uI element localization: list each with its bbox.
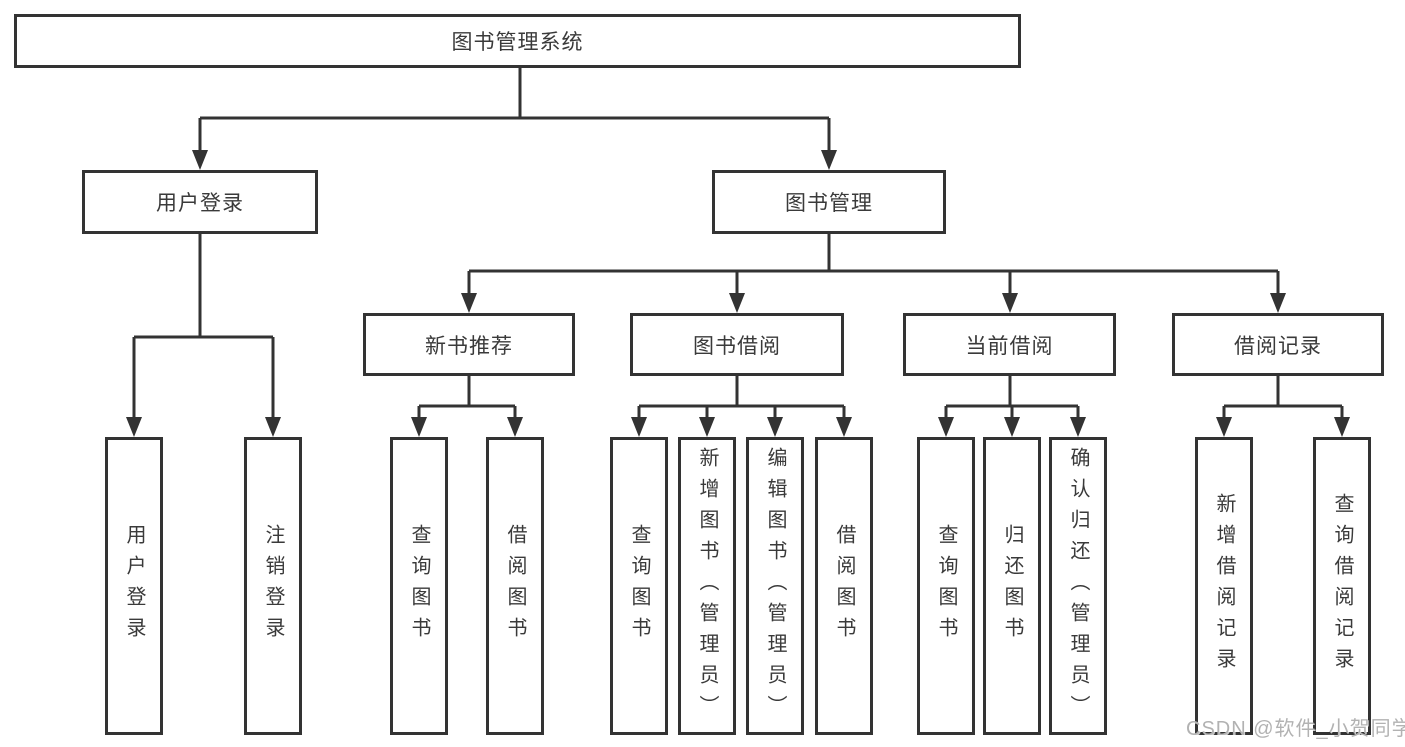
leaf-cb-return-books-label: 归还图书 (1001, 524, 1023, 648)
leaf-user-login-label: 用户登录 (123, 524, 145, 648)
node-book-mgmt-branch-label: 图书管理 (785, 192, 873, 215)
arrow-down-icon (192, 150, 208, 170)
connector-current-borrow-children (944, 376, 1080, 419)
arrow-down-icon (1002, 293, 1018, 313)
node-book-mgmt-branch: 图书管理 (712, 170, 946, 234)
connector-user-login-children (132, 234, 275, 419)
leaf-nbr-borrow-books: 借阅图书 (486, 437, 544, 735)
arrowheads-level3 (461, 293, 1286, 313)
leaf-cb-confirm-return-admin: 确认归还（管理员） (1049, 437, 1107, 735)
arrow-down-icon (631, 417, 647, 437)
arrow-down-icon (1070, 417, 1086, 437)
leaf-br-query-record: 查询借阅记录 (1313, 437, 1371, 735)
node-borrow-records-label: 借阅记录 (1234, 334, 1322, 358)
node-new-book-rec: 新书推荐 (363, 313, 575, 376)
connector-book-mgmt-to-level3 (467, 234, 1280, 295)
leaf-br-add-record: 新增借阅记录 (1195, 437, 1253, 735)
arrow-down-icon (265, 417, 281, 437)
arrowheads-borrow-records-children (1216, 417, 1350, 437)
leaf-nbr-borrow-books-label: 借阅图书 (504, 524, 526, 648)
node-current-borrow: 当前借阅 (903, 313, 1116, 376)
connector-book-borrow-children (637, 376, 846, 419)
arrow-down-icon (507, 417, 523, 437)
arrow-down-icon (1270, 293, 1286, 313)
leaf-br-add-record-label: 新增借阅记录 (1213, 493, 1235, 679)
leaf-cb-return-books: 归还图书 (983, 437, 1041, 735)
leaf-logout-label: 注销登录 (262, 524, 284, 648)
leaf-bb-add-books-admin-label: 新增图书（管理员） (696, 446, 718, 726)
connector-borrow-records-children (1222, 376, 1344, 419)
node-root-label: 图书管理系统 (451, 31, 584, 54)
arrow-down-icon (461, 293, 477, 313)
leaf-bb-query-books: 查询图书 (610, 437, 668, 735)
node-new-book-rec-label: 新书推荐 (425, 334, 513, 358)
leaf-bb-edit-books-admin: 编辑图书（管理员） (746, 437, 804, 735)
node-book-borrow-label: 图书借阅 (693, 334, 781, 358)
node-current-borrow-label: 当前借阅 (965, 334, 1054, 358)
leaf-nbr-query-books-label: 查询图书 (408, 524, 430, 648)
connector-root-to-level2 (198, 68, 831, 152)
arrowheads-new-book-rec-children (411, 417, 523, 437)
arrow-down-icon (411, 417, 427, 437)
leaf-bb-borrow-books-label: 借阅图书 (833, 524, 855, 648)
arrowheads-current-borrow-children (938, 417, 1086, 437)
arrow-down-icon (767, 417, 783, 437)
csdn-watermark: CSDN @软件_小贺同学 (1186, 718, 1405, 740)
arrow-down-icon (1004, 417, 1020, 437)
leaf-cb-confirm-return-admin-label: 确认归还（管理员） (1067, 446, 1089, 726)
leaf-cb-query-books: 查询图书 (917, 437, 975, 735)
arrowheads-level2 (192, 150, 837, 170)
node-book-borrow: 图书借阅 (630, 313, 844, 376)
node-user-login-branch-label: 用户登录 (156, 192, 244, 215)
arrow-down-icon (126, 417, 142, 437)
node-user-login-branch: 用户登录 (82, 170, 318, 234)
leaf-br-query-record-label: 查询借阅记录 (1331, 493, 1353, 679)
leaf-bb-query-books-label: 查询图书 (628, 524, 650, 648)
arrow-down-icon (1334, 417, 1350, 437)
leaf-bb-edit-books-admin-label: 编辑图书（管理员） (764, 446, 786, 726)
node-root: 图书管理系统 (14, 14, 1021, 68)
arrow-down-icon (836, 417, 852, 437)
arrowheads-user-login-children (126, 417, 281, 437)
arrowheads-book-borrow-children (631, 417, 852, 437)
node-borrow-records: 借阅记录 (1172, 313, 1384, 376)
leaf-bb-add-books-admin: 新增图书（管理员） (678, 437, 736, 735)
leaf-cb-query-books-label: 查询图书 (935, 524, 957, 648)
arrow-down-icon (821, 150, 837, 170)
arrow-down-icon (699, 417, 715, 437)
arrow-down-icon (938, 417, 954, 437)
leaf-bb-borrow-books: 借阅图书 (815, 437, 873, 735)
leaf-logout: 注销登录 (244, 437, 302, 735)
arrow-down-icon (729, 293, 745, 313)
leaf-user-login: 用户登录 (105, 437, 163, 735)
arrow-down-icon (1216, 417, 1232, 437)
connector-new-book-rec-children (417, 376, 517, 419)
leaf-nbr-query-books: 查询图书 (390, 437, 448, 735)
